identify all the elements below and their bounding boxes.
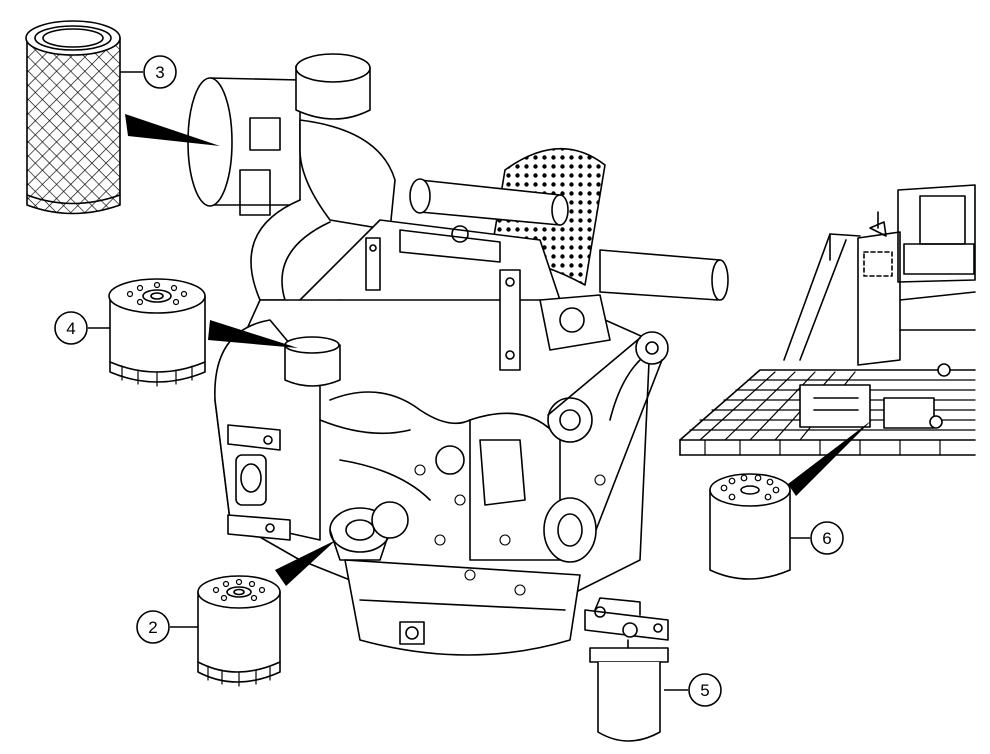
pointer-2 [275, 540, 336, 586]
hydraulic-filter-icon [709, 473, 791, 580]
callout-number-6: 6 [822, 529, 831, 548]
callout-number-2: 2 [148, 618, 157, 637]
pointer-3 [125, 114, 220, 146]
pointer-wedges [125, 114, 872, 586]
pointer-4 [208, 320, 298, 348]
callout-4: 4 [54, 311, 88, 345]
pointer-6 [788, 420, 872, 496]
callout-number-3: 3 [155, 63, 164, 82]
callout-number-4: 4 [66, 319, 75, 338]
water-separator-icon [584, 597, 669, 742]
callout-3: 3 [143, 55, 177, 89]
callout-2: 2 [136, 610, 170, 644]
machine-frame-illustration [679, 184, 976, 456]
callout-5: 5 [688, 673, 722, 707]
air-filter-element-icon [25, 20, 121, 215]
callout-number-5: 5 [700, 681, 709, 700]
engine-illustration [187, 53, 729, 656]
fuel-filter-canister-icon [197, 575, 281, 687]
oil-filter-canister-icon [108, 278, 206, 387]
leader-lines [88, 71, 810, 691]
callout-6: 6 [810, 521, 844, 555]
